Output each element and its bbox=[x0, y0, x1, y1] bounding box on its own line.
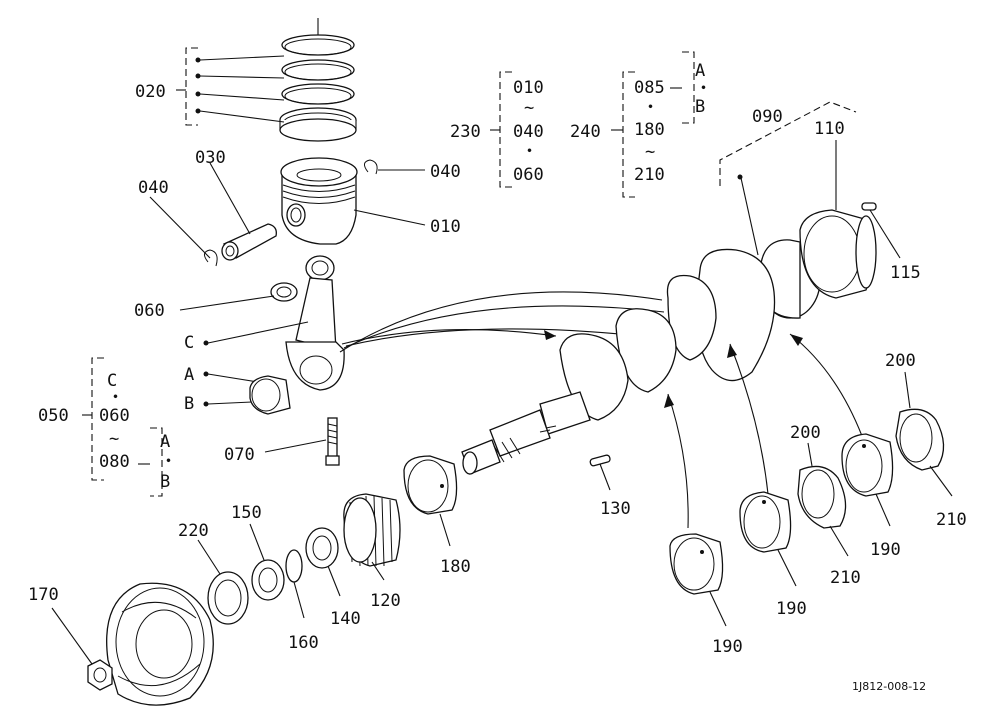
label-B: B bbox=[184, 394, 194, 414]
label-050: 050 bbox=[38, 406, 69, 426]
group-240-A: A bbox=[695, 61, 705, 81]
small-end-bushing bbox=[270, 282, 298, 302]
label-A: A bbox=[184, 365, 194, 385]
label-010: 010 bbox=[430, 217, 461, 237]
group-050-dot2: ・ bbox=[160, 452, 177, 472]
thrust-washer-right bbox=[895, 408, 945, 471]
drawing-code: 1J812-008-12 bbox=[852, 680, 926, 693]
group-050-tilde: ~ bbox=[109, 429, 119, 449]
label-200-right: 200 bbox=[885, 351, 916, 371]
label-190-right: 190 bbox=[870, 540, 901, 560]
oil-seal bbox=[207, 571, 249, 625]
piston bbox=[280, 157, 358, 245]
label-030: 030 bbox=[195, 148, 226, 168]
crank-gear bbox=[343, 493, 401, 567]
thrust-washer-middle bbox=[797, 465, 847, 529]
piston-rings bbox=[279, 18, 357, 142]
main-bearing-middle bbox=[739, 491, 792, 553]
group-240-085: 085 bbox=[634, 78, 665, 98]
group-050-A: A bbox=[160, 432, 170, 452]
label-240: 240 bbox=[570, 122, 601, 142]
rod-bolt bbox=[325, 417, 340, 466]
label-220: 220 bbox=[178, 521, 209, 541]
group-230-040: 040 bbox=[513, 122, 544, 142]
crankshaft bbox=[461, 239, 821, 475]
label-200-middle: 200 bbox=[790, 423, 821, 443]
group-050-C: C bbox=[107, 371, 117, 391]
label-020: 020 bbox=[135, 82, 166, 102]
label-210-middle: 210 bbox=[830, 568, 861, 588]
group-240-180: 180 bbox=[634, 120, 665, 140]
collar-150 bbox=[251, 559, 285, 601]
group-230-tilde: ~ bbox=[524, 98, 534, 118]
label-210-right: 210 bbox=[936, 510, 967, 530]
group-240-dot2: ・ bbox=[695, 79, 712, 99]
pulley-nut bbox=[87, 659, 113, 691]
group-230-060: 060 bbox=[513, 165, 544, 185]
label-090: 090 bbox=[752, 107, 783, 127]
ring-leader-dots bbox=[195, 55, 285, 123]
group-230-010: 010 bbox=[513, 78, 544, 98]
dowel-pin bbox=[861, 202, 877, 211]
label-060: 060 bbox=[134, 301, 165, 321]
label-150: 150 bbox=[231, 503, 262, 523]
o-ring bbox=[285, 549, 303, 583]
rear-bearing-110 bbox=[799, 209, 877, 299]
label-C: C bbox=[184, 333, 194, 353]
label-040-right: 040 bbox=[430, 162, 461, 182]
connecting-rod bbox=[285, 255, 345, 391]
label-130: 130 bbox=[600, 499, 631, 519]
group-050-dot: ・ bbox=[107, 388, 124, 408]
label-180: 180 bbox=[440, 557, 471, 577]
label-070: 070 bbox=[224, 445, 255, 465]
main-bearing-left bbox=[669, 533, 724, 595]
crank-key bbox=[589, 454, 611, 467]
main-bearing-right bbox=[841, 433, 894, 497]
label-110: 110 bbox=[814, 119, 845, 139]
group-240-tilde: ~ bbox=[645, 142, 655, 162]
label-120: 120 bbox=[370, 591, 401, 611]
wrist-pin bbox=[221, 223, 277, 261]
label-230: 230 bbox=[450, 122, 481, 142]
crank-pulley bbox=[106, 582, 214, 706]
rod-bearing bbox=[249, 375, 291, 415]
group-230-dot: ・ bbox=[521, 142, 538, 162]
label-160: 160 bbox=[288, 633, 319, 653]
label-040-left: 040 bbox=[138, 178, 169, 198]
bearing-arrows bbox=[664, 333, 863, 529]
label-190-middle: 190 bbox=[776, 599, 807, 619]
group-240-B: B bbox=[695, 97, 705, 117]
group-050-060: 060 bbox=[99, 406, 130, 426]
label-190-left: 190 bbox=[712, 637, 743, 657]
group-050-B: B bbox=[160, 472, 170, 492]
front-bearing-180 bbox=[403, 455, 458, 515]
group-240-dot: ・ bbox=[642, 98, 659, 118]
circlip-left bbox=[204, 249, 218, 267]
group-050-080: 080 bbox=[99, 452, 130, 472]
label-170: 170 bbox=[28, 585, 59, 605]
group-240-210: 210 bbox=[634, 165, 665, 185]
circlip-right bbox=[364, 159, 378, 175]
label-140: 140 bbox=[330, 609, 361, 629]
label-115: 115 bbox=[890, 263, 921, 283]
collar-140 bbox=[305, 527, 339, 569]
